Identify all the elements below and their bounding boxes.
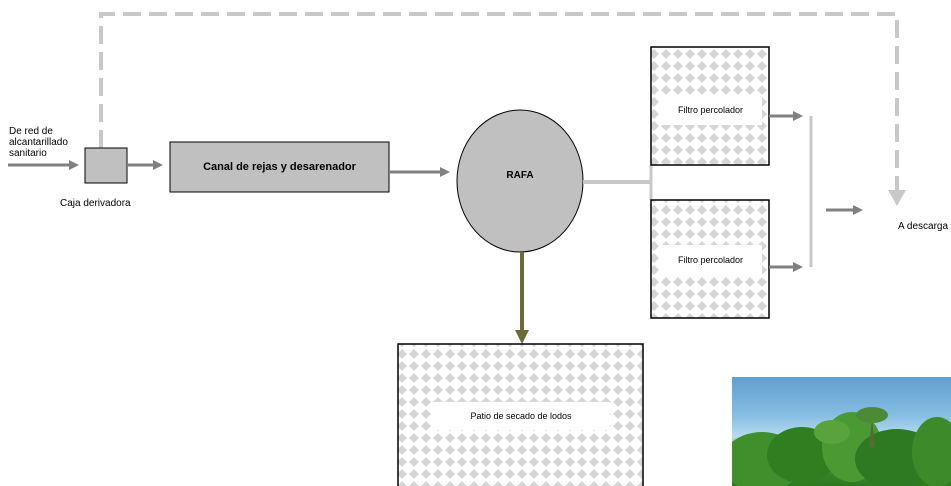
canal-box xyxy=(169,141,390,193)
bypass-dashed-line xyxy=(99,12,899,192)
filtro-top-label: Filtro percolador xyxy=(659,95,762,125)
descarga-label: A descarga xyxy=(898,221,949,232)
source-label-2: alcantarillado xyxy=(9,137,68,148)
caja-label: Caja derivadora xyxy=(60,198,131,209)
source-label-3: sanitario xyxy=(9,148,47,159)
canal-label: Canal de rejas y desarenador xyxy=(203,161,356,173)
source-label-1: De red de xyxy=(9,126,53,137)
vegetation-photo xyxy=(732,377,951,486)
bypass-arrowhead xyxy=(888,190,906,206)
rafa-label: RAFA xyxy=(506,169,534,181)
caja-derivadora-box xyxy=(84,147,128,184)
patio-label: Patio de secado de lodos xyxy=(432,402,610,430)
filtro-bottom-label: Filtro percolador xyxy=(659,245,762,275)
